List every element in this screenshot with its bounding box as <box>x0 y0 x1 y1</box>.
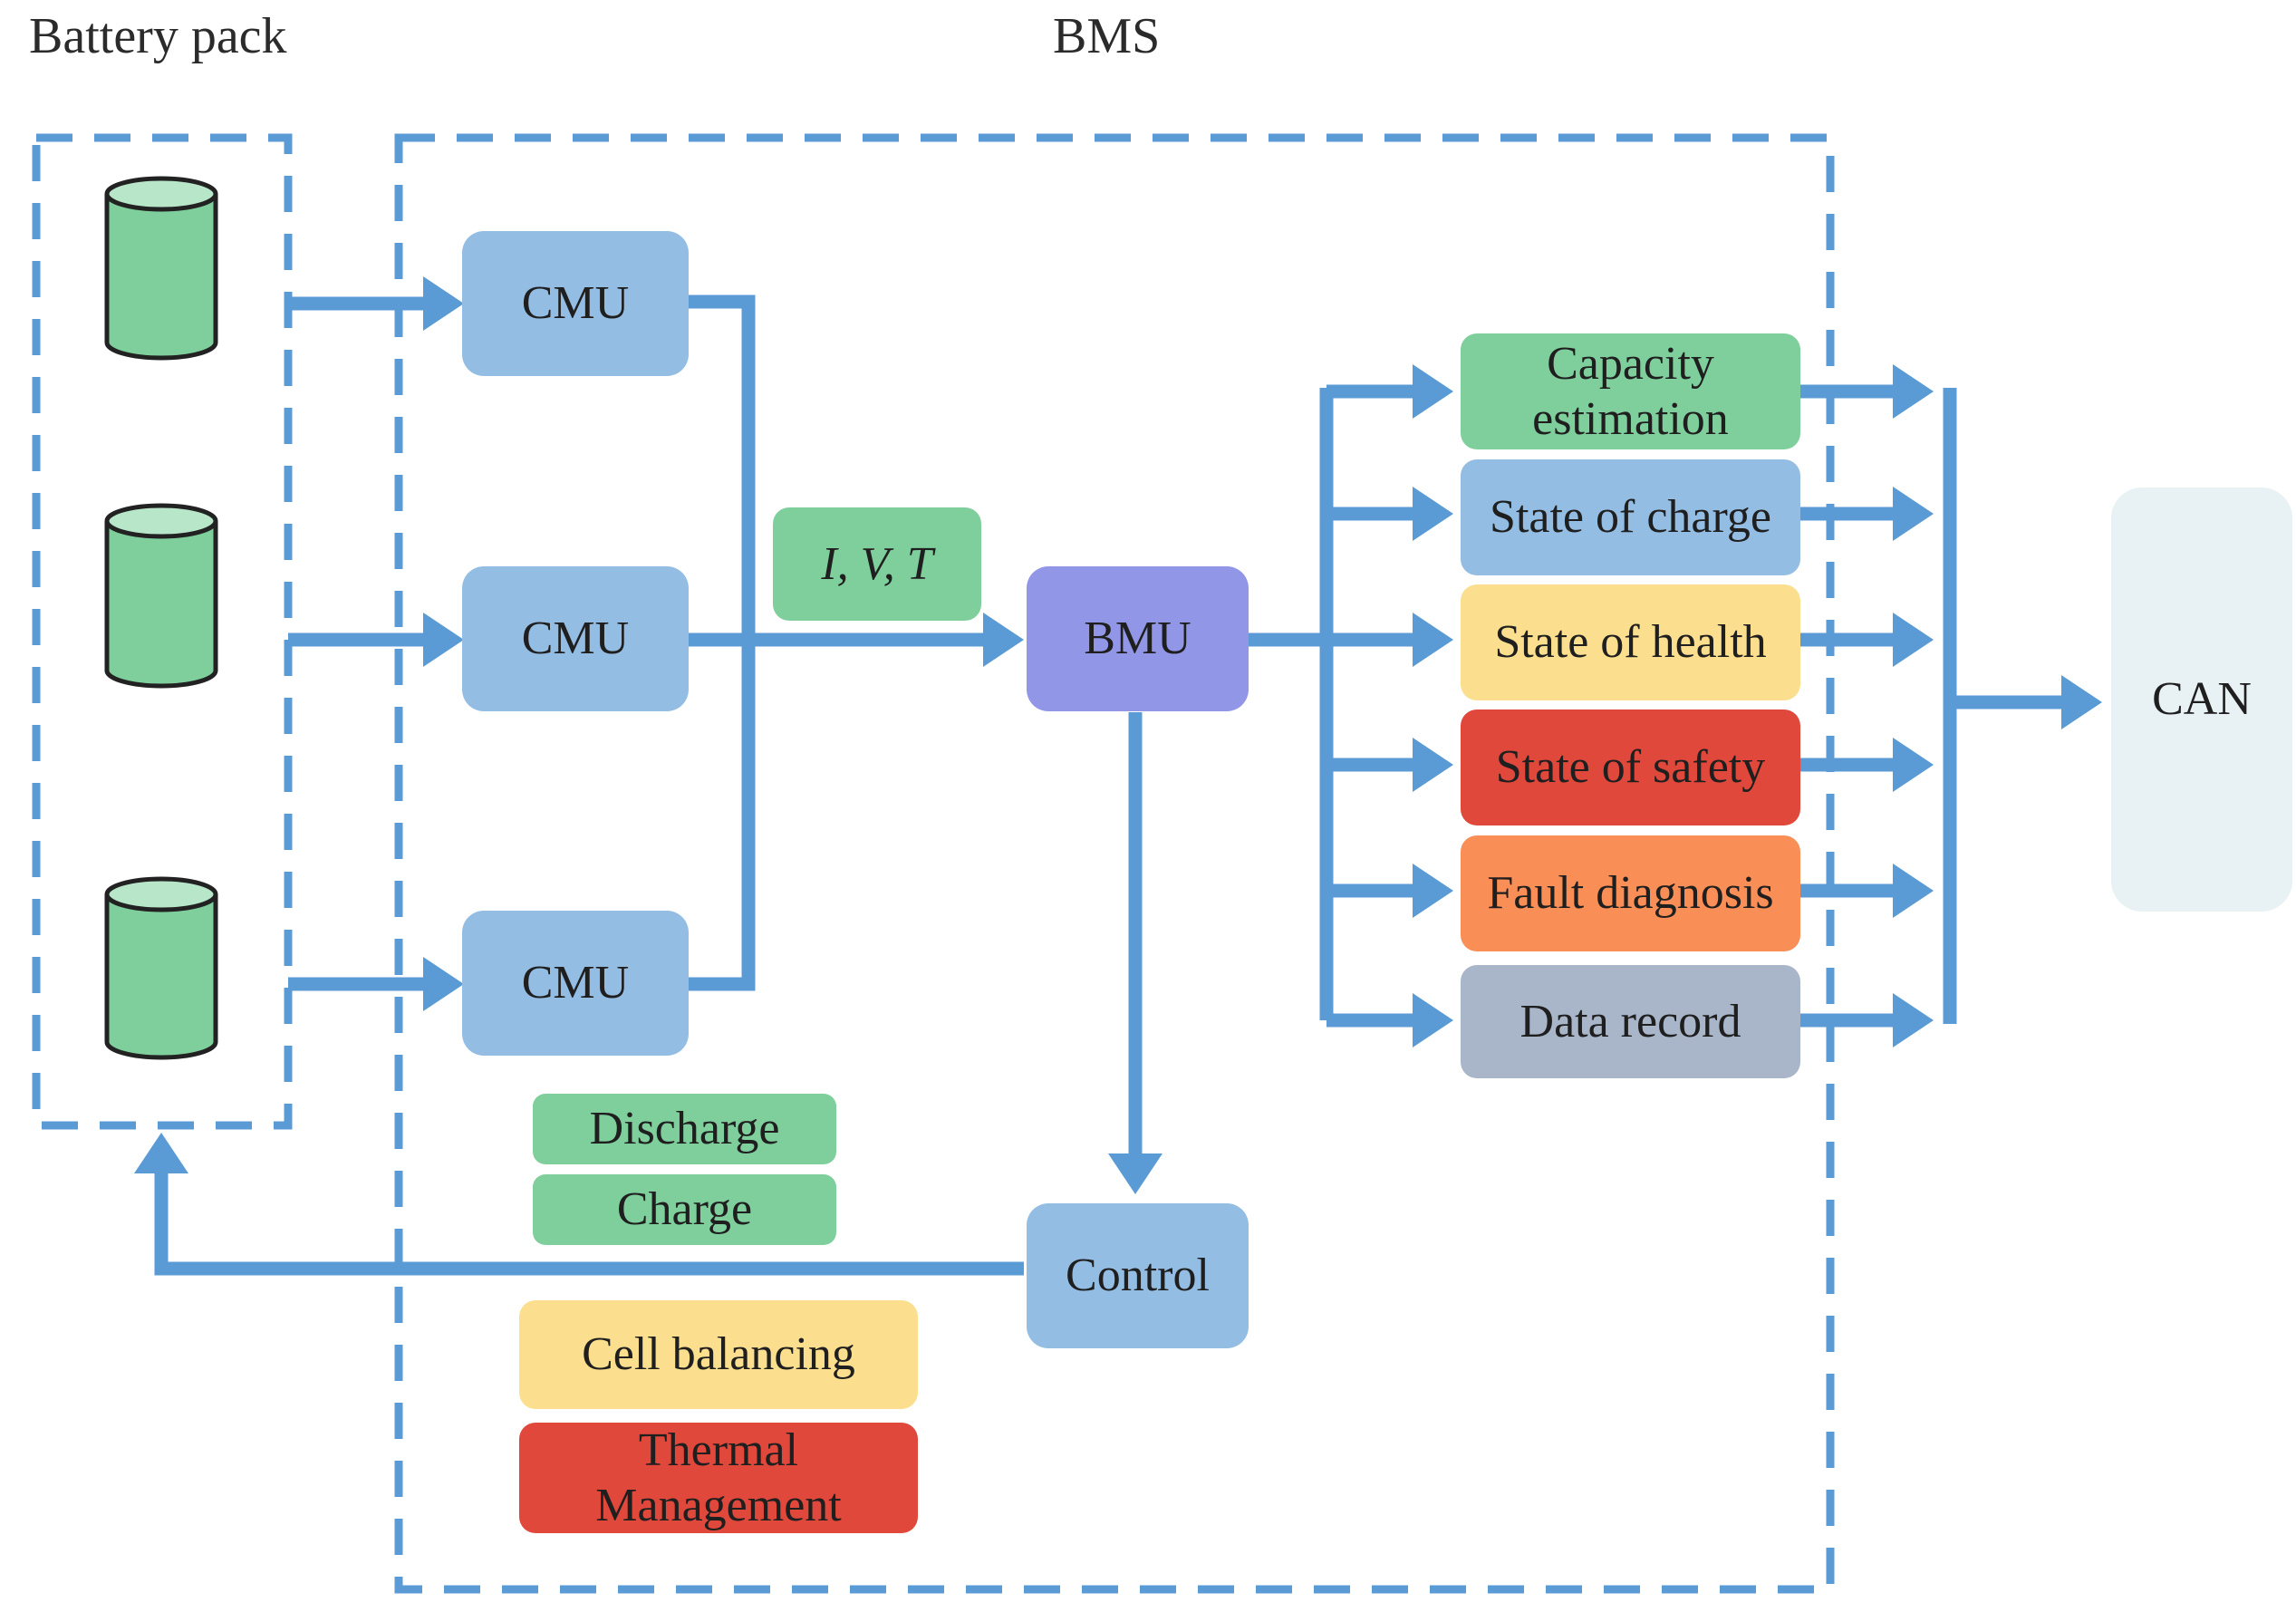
capacity-estimation-box: Capacity estimation <box>1461 333 1800 449</box>
thermal-management-box: Thermal Management <box>519 1423 918 1533</box>
battery-pack-border <box>32 133 293 1130</box>
battery-cell-3-icon <box>104 876 218 1060</box>
discharge-box: Discharge <box>533 1094 836 1164</box>
bmu-box: BMU <box>1027 566 1249 711</box>
cell-balancing-box: Cell balancing <box>519 1300 918 1409</box>
control-box: Control <box>1027 1203 1249 1348</box>
battery-cell-1-icon <box>104 176 218 361</box>
state-of-health-box: State of health <box>1461 584 1800 700</box>
bms-border <box>394 133 1835 1594</box>
cmu-box-1: CMU <box>462 231 689 376</box>
can-box: CAN <box>2111 487 2292 912</box>
charge-box: Charge <box>533 1174 836 1245</box>
arrow-control-pack <box>134 1133 1024 1276</box>
cmu-box-2: CMU <box>462 566 689 711</box>
data-record-box: Data record <box>1461 965 1800 1078</box>
state-of-safety-box: State of safety <box>1461 709 1800 825</box>
battery-cell-2-icon <box>104 503 218 689</box>
state-of-charge-box: State of charge <box>1461 459 1800 575</box>
ivt-signal-box: I, V, T <box>773 507 981 621</box>
bms-title: BMS <box>1053 8 1161 64</box>
cmu-box-3: CMU <box>462 911 689 1056</box>
battery-pack-title: Battery pack <box>29 8 287 64</box>
fault-diagnosis-box: Fault diagnosis <box>1461 835 1800 951</box>
